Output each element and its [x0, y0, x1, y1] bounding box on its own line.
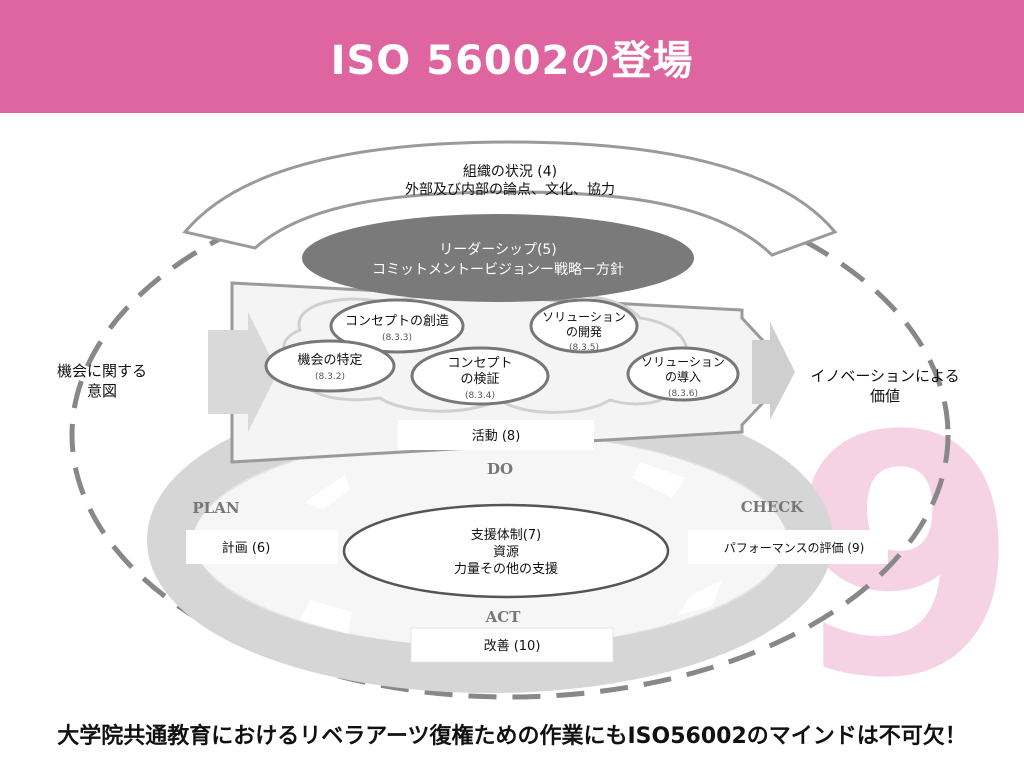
act-label: ACT: [485, 608, 522, 626]
title-bar: ISO 56002の登場: [0, 0, 1024, 113]
svg-text:の導入: の導入: [665, 370, 701, 384]
page-title: ISO 56002の登場: [330, 38, 694, 84]
support-line2: 資源: [493, 545, 519, 560]
cycle-arrow-top-left: [305, 475, 350, 510]
activity-label: 活動 (8): [472, 429, 521, 444]
process-concept-validation: コンセプト の検証 (8.3.4): [410, 346, 550, 406]
svg-text:コンセプト: コンセプト: [447, 356, 512, 371]
planning-box: [186, 530, 338, 564]
activity-box: [398, 420, 594, 450]
process-opportunity-identification: 機会の特定 (8.3.2): [264, 339, 396, 393]
improvement-box: [410, 627, 614, 663]
support-line3: 力量その他の支援: [454, 562, 558, 577]
footer-message: 大学院共通教育におけるリベラアーツ復権ための作業にもISO56002のマインドは…: [57, 724, 967, 749]
cycle-arrow-bottom-left: [300, 600, 352, 634]
evaluation-box: [688, 530, 888, 564]
process-solution-deployment: ソリューション の導入 (8.3.6): [626, 346, 740, 402]
svg-text:ソリューション: ソリューション: [641, 355, 725, 369]
leadership-ellipse: [302, 214, 694, 302]
svg-text:(8.3.6): (8.3.6): [668, 389, 698, 399]
context-subtitle: 外部及び内部の論点、文化、協力: [405, 182, 615, 198]
svg-text:(8.3.3): (8.3.3): [382, 333, 412, 343]
svg-text:(8.3.2): (8.3.2): [315, 372, 345, 382]
svg-text:の検証: の検証: [460, 372, 499, 387]
evaluation-label: パフォーマンスの評価 (9): [724, 540, 865, 555]
intent-arrow-icon: [208, 312, 278, 432]
support-title: 支援体制(7): [471, 528, 541, 543]
svg-text:コンセプトの創造: コンセプトの創造: [345, 314, 449, 329]
intent-label-line2: 意図: [87, 382, 117, 400]
value-arrow-icon: [752, 322, 795, 420]
process-solution-development: ソリューション の開発 (8.3.5): [529, 298, 639, 354]
svg-text:の開発: の開発: [566, 325, 602, 339]
process-concept-creation: コンセプトの創造 (8.3.3): [329, 298, 465, 354]
check-label: CHECK: [741, 498, 804, 516]
planning-label: 計画 (6): [222, 540, 271, 556]
plan-label: PLAN: [192, 499, 239, 517]
intent-label-line1: 機会に関する: [57, 362, 147, 380]
leadership-subtitle: コミットメントービジョンー戦略ー方針: [372, 262, 624, 278]
value-label-line1: イノベーションによる: [810, 367, 959, 385]
cycle-arrow-top-right: [632, 462, 685, 498]
svg-text:機会の特定: 機会の特定: [297, 353, 362, 368]
improvement-label: 改善 (10): [484, 638, 541, 654]
leadership-title: リーダーシップ(5): [439, 242, 557, 258]
do-label: DO: [487, 460, 513, 478]
support-ellipse: [342, 503, 670, 599]
value-label-line2: 価値: [870, 387, 900, 405]
svg-text:ソリューション: ソリューション: [542, 310, 626, 324]
cycle-arrow-bottom-right: [678, 580, 722, 615]
context-title: 組織の状況 (4): [463, 164, 557, 180]
svg-text:(8.3.5): (8.3.5): [569, 343, 599, 353]
svg-text:(8.3.4): (8.3.4): [465, 391, 495, 401]
context-band: [182, 140, 838, 257]
